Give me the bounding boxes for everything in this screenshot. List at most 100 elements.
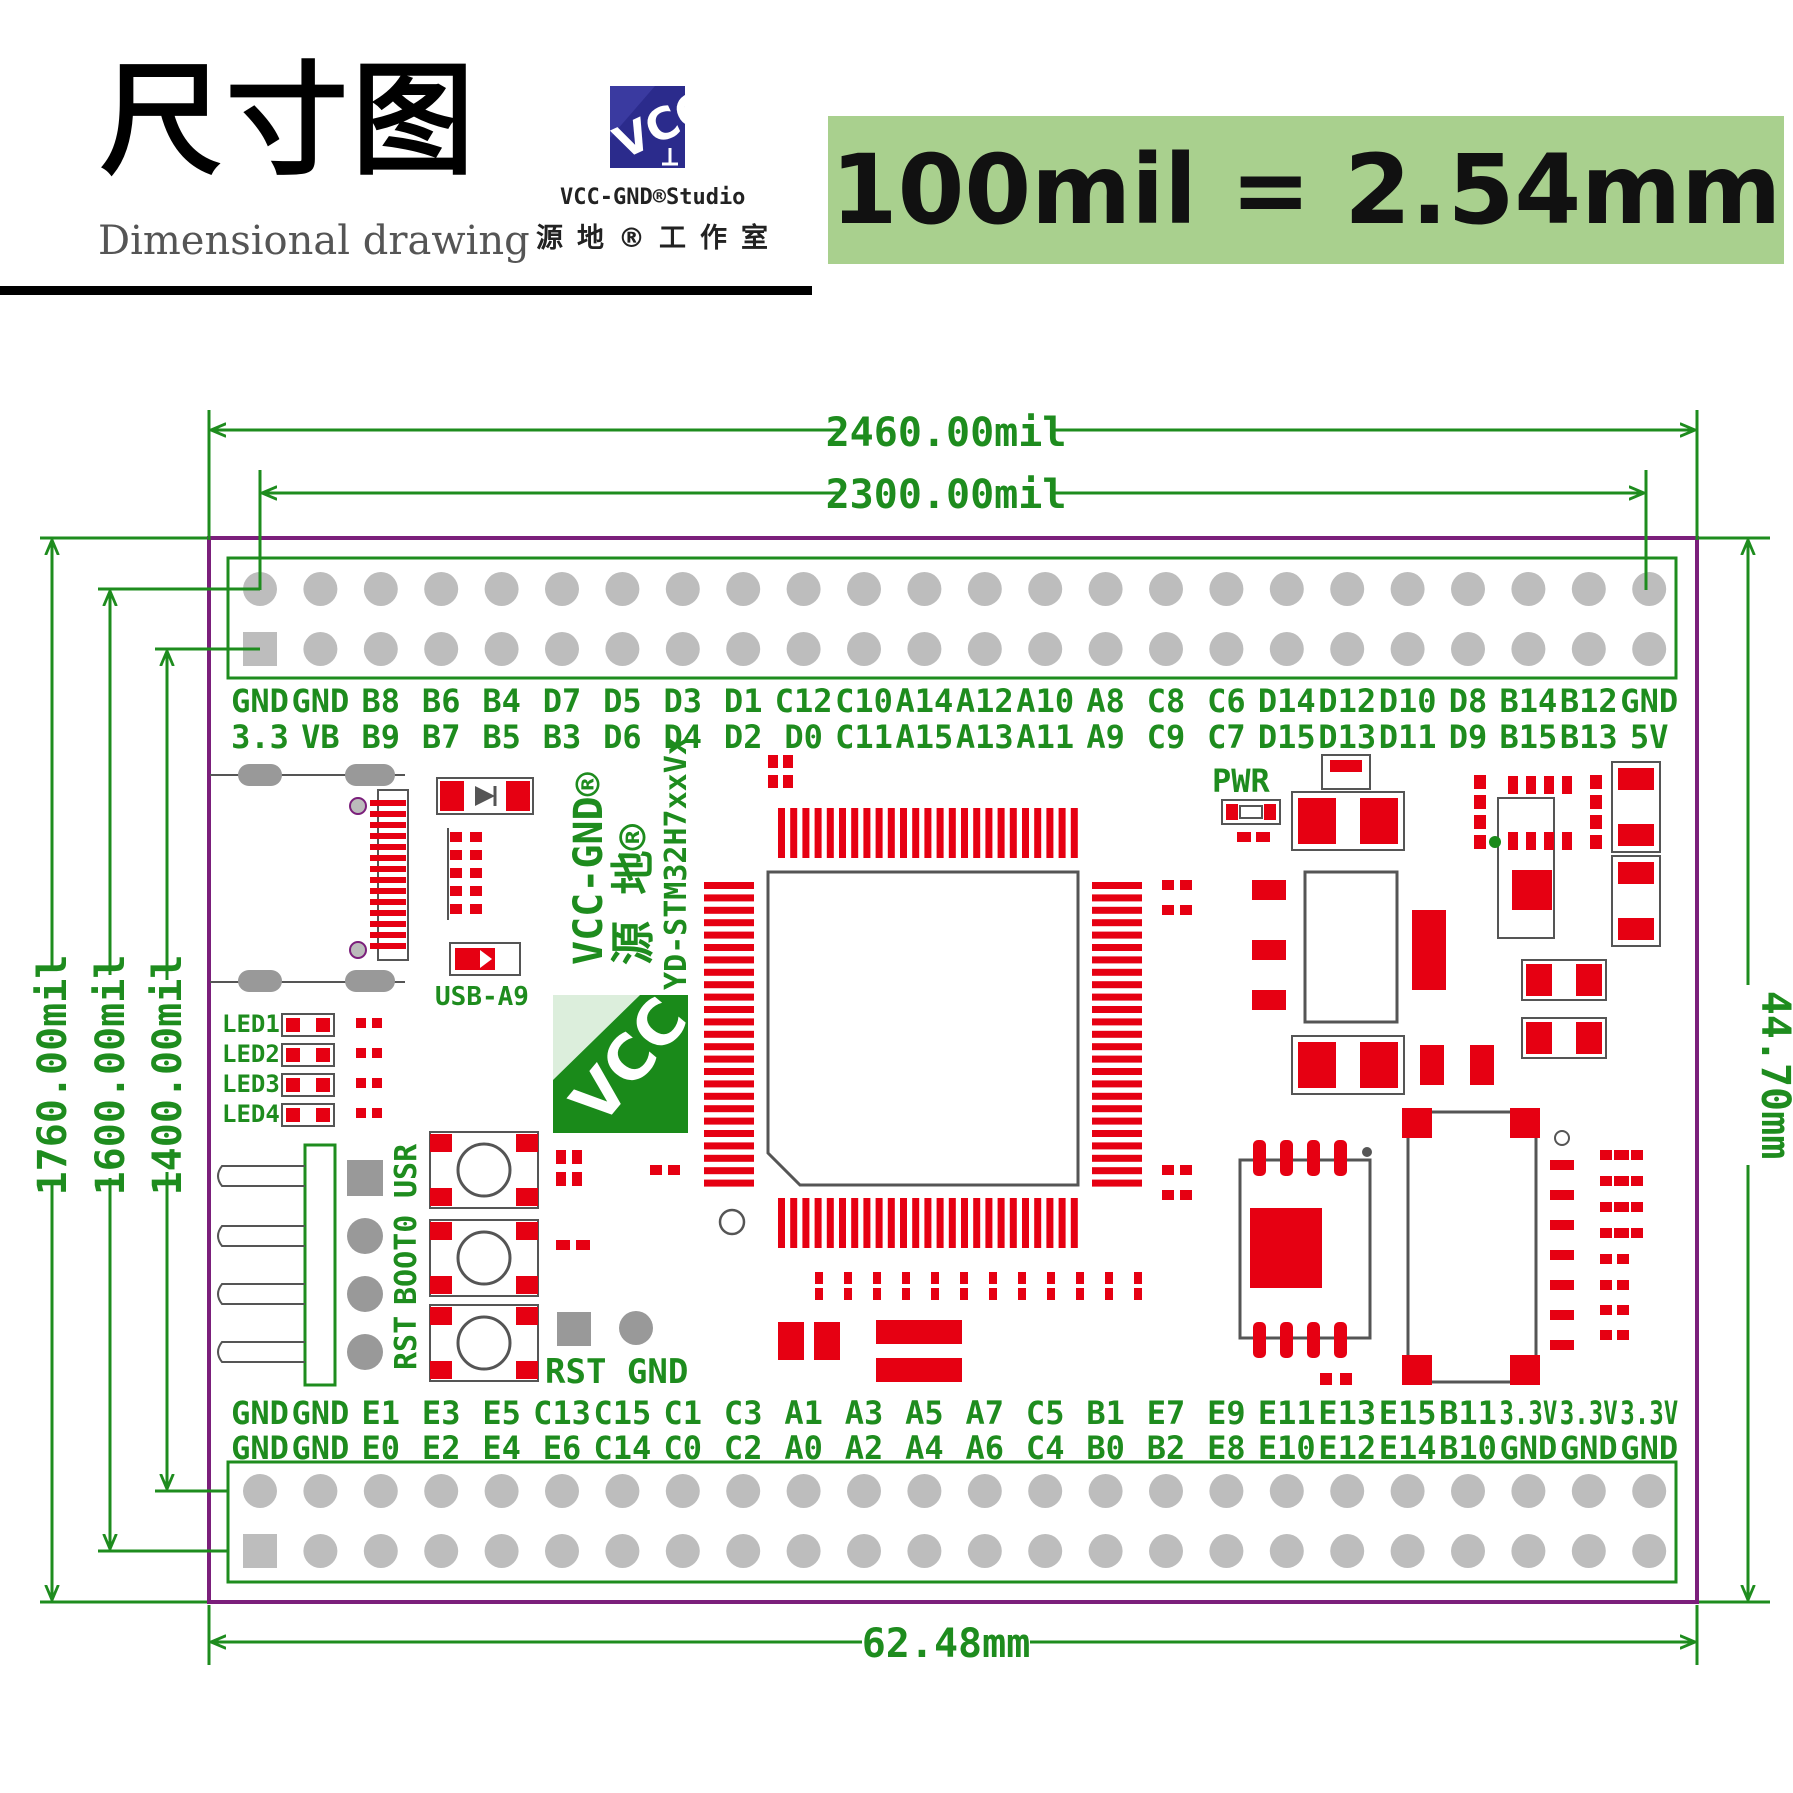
- header-pin: [1451, 572, 1485, 606]
- dim-width-outer-label: 2460.00mil: [826, 410, 1067, 456]
- header-pin: [786, 632, 821, 666]
- dim-width-mm-label: 62.48mm: [862, 1621, 1031, 1667]
- header-pin: [424, 1474, 459, 1508]
- header-pin: [726, 632, 761, 666]
- header-pin: [665, 632, 700, 666]
- button-label-rst: RST: [389, 1316, 424, 1370]
- pin-label: D12: [1318, 682, 1376, 720]
- pin-label: GND: [231, 682, 289, 720]
- rst-pad: [557, 1312, 591, 1346]
- pin-label: D4: [664, 718, 703, 756]
- pin-label: C13: [533, 1394, 591, 1432]
- dim-width-mm: 62.48mm: [207, 1605, 1699, 1667]
- header-pin: [847, 632, 881, 666]
- pin-label: A14: [896, 682, 954, 720]
- pin-label: D13: [1318, 718, 1376, 756]
- header-pin: [1028, 1474, 1063, 1508]
- pin-label: E8: [1207, 1429, 1246, 1467]
- pin-label: 5V: [1630, 718, 1669, 756]
- header-pin: [1330, 632, 1365, 666]
- pin-label: E4: [482, 1429, 521, 1467]
- pin-label: A12: [956, 682, 1014, 720]
- gnd-pad: [619, 1311, 653, 1345]
- header-pin: [665, 1474, 700, 1508]
- header-pin: [1330, 1474, 1365, 1508]
- pin-label: C0: [664, 1429, 703, 1467]
- led-label: LED4: [222, 1100, 280, 1128]
- header-pin: [424, 572, 459, 606]
- header-pin: [1088, 632, 1123, 666]
- header-pin: [1511, 572, 1546, 606]
- led-label: LED3: [222, 1070, 280, 1098]
- dim-height-outer: 1760.00mil: [30, 536, 207, 1604]
- pin-label: 3.3V: [1560, 1394, 1618, 1432]
- passive-components: [556, 755, 1643, 1385]
- bottom-header-frame: [226, 1460, 1678, 1584]
- pin-label: B12: [1560, 682, 1618, 720]
- pin-label: C7: [1207, 718, 1246, 756]
- header-pin: [1571, 632, 1606, 666]
- header-pin: [545, 572, 579, 606]
- header-pin: [484, 1474, 519, 1508]
- header-pin: [303, 632, 338, 666]
- side-header: [217, 1143, 383, 1387]
- header-pin: [967, 632, 1002, 666]
- pin-label: D3: [664, 682, 703, 720]
- header-pin: [424, 632, 459, 666]
- pin-label: D10: [1379, 682, 1437, 720]
- dim-height-inner: 1400.00mil: [145, 647, 260, 1493]
- pin-label: E14: [1379, 1429, 1437, 1467]
- top-header-frame: [226, 556, 1678, 680]
- header-divider: [0, 286, 812, 295]
- pwr-led: [1221, 799, 1281, 825]
- pin-label: GND: [292, 1394, 350, 1432]
- pin-label: D15: [1258, 718, 1316, 756]
- pin-label: E1: [362, 1394, 401, 1432]
- pin-label: GND: [1560, 1429, 1618, 1467]
- flash-chip: [1238, 1140, 1372, 1358]
- pin-label: C11: [835, 718, 893, 756]
- header-pin: [1209, 1474, 1244, 1508]
- pin-label: E10: [1258, 1429, 1316, 1467]
- header-pin: [1028, 1534, 1063, 1568]
- pin-label: C8: [1147, 682, 1186, 720]
- usb-chip: [447, 828, 482, 920]
- pin-label: A15: [896, 718, 954, 756]
- dim-height-mid: 1600.00mil: [88, 587, 260, 1553]
- board-brand-cn: 源 地®: [608, 824, 659, 965]
- pin-label: A6: [966, 1429, 1005, 1467]
- scale-note-box: 100mil = 2.54mm: [828, 116, 1784, 264]
- rst-gnd-label: RST GND: [545, 1352, 688, 1392]
- pin-label: VB: [301, 718, 340, 756]
- pin-label: C15: [594, 1394, 652, 1432]
- pin-label: D8: [1449, 682, 1488, 720]
- button-label-boot0: BOOT0: [389, 1215, 424, 1305]
- header-pin: [907, 572, 942, 606]
- pin-label: A13: [956, 718, 1014, 756]
- pin-label: E5: [482, 1394, 521, 1432]
- header-pin: [1390, 572, 1425, 606]
- header-pin: [786, 1474, 821, 1508]
- pin-label: B15: [1500, 718, 1558, 756]
- header-pin: [363, 572, 398, 606]
- pin-label: A4: [905, 1429, 944, 1467]
- header-pin: [786, 572, 821, 606]
- scale-note: 100mil = 2.54mm: [830, 134, 1782, 246]
- pin-label: GND: [292, 1429, 350, 1467]
- header-pin: [1269, 632, 1304, 666]
- header-pin: [907, 1474, 942, 1508]
- pin-label: GND: [1620, 1429, 1678, 1467]
- pwr-label: PWR: [1212, 762, 1271, 800]
- header-pin: [726, 1534, 761, 1568]
- header-pin: [1390, 632, 1425, 666]
- pin-label: C6: [1207, 682, 1246, 720]
- header-pin: [605, 1534, 640, 1568]
- pin-label: E2: [422, 1429, 461, 1467]
- header-pin: [786, 1534, 821, 1568]
- header-pin: [847, 1534, 881, 1568]
- pin-label: B10: [1439, 1429, 1497, 1467]
- right-components: [1497, 761, 1661, 1059]
